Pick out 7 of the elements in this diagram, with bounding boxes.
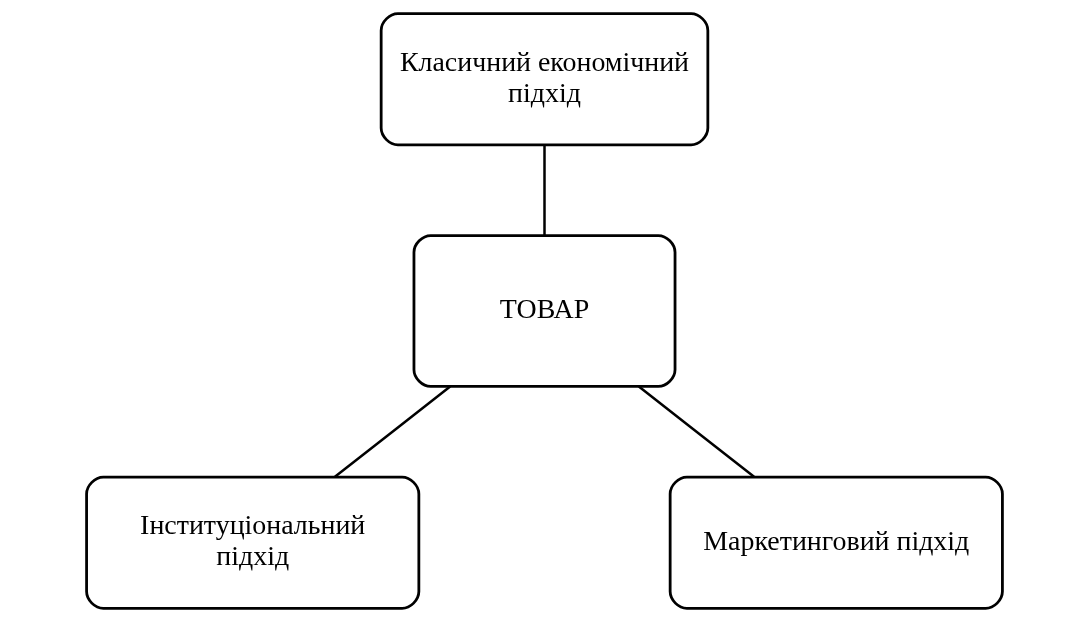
node-box: Маркетинговий підхід (668, 475, 1004, 610)
node-box: Класичний економічний підхід (379, 12, 709, 147)
node-box: Інституціональний підхід (84, 475, 420, 610)
node-box: ТОВАР (412, 234, 676, 388)
connector (333, 385, 451, 478)
connector (542, 145, 546, 236)
connector (637, 385, 755, 478)
